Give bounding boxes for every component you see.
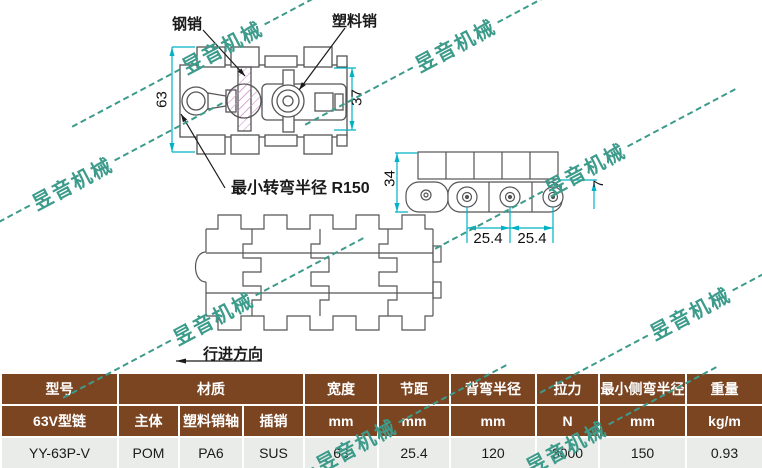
steel-pin-label: 钢销 — [172, 16, 203, 33]
sidebend-unit: mm — [598, 404, 687, 438]
col-material-header: 材质 — [117, 372, 305, 406]
dim-37: 37 — [348, 89, 366, 106]
width-value: 63 — [303, 436, 379, 468]
body-subheader: 主体 — [117, 404, 180, 438]
dim-25-4-right: 25.4 — [517, 230, 547, 247]
spec-table: 型号 材质 宽度 节距 背弯半径 拉力 最小侧弯半径 重量 63V型链 主体 塑… — [0, 372, 762, 468]
chain-type-cell: 63V型链 — [0, 404, 119, 438]
plastic-pin-subheader: 塑料销轴 — [178, 404, 244, 438]
sidebend-value: 150 — [598, 436, 687, 468]
plastic-pin-label: 塑料销 — [332, 13, 378, 30]
backbend-unit: mm — [449, 404, 537, 438]
col-weight-header: 重量 — [685, 372, 762, 406]
front-view-drawing — [179, 46, 348, 155]
table-data-row: YY-63P-V POM PA6 SUS 63 25.4 120 3000 15… — [0, 436, 762, 468]
col-sidebend-header: 最小侧弯半径 — [598, 372, 687, 406]
tension-value: 3000 — [535, 436, 600, 468]
dim-63: 63 — [153, 91, 171, 108]
travel-direction-label: 行进方向 — [203, 346, 264, 363]
side-view-drawing — [405, 151, 564, 213]
col-pitch-header: 节距 — [377, 372, 451, 406]
col-model-header: 型号 — [0, 372, 119, 406]
dim-7: 7 — [590, 180, 606, 188]
weight-unit: kg/m — [685, 404, 762, 438]
insert-pin-material-value: SUS — [242, 436, 305, 468]
dimension-lines — [171, 46, 597, 243]
weight-value: 0.93 — [685, 436, 762, 468]
pitch-value: 25.4 — [377, 436, 451, 468]
model-value: YY-63P-V — [0, 436, 119, 468]
pitch-unit: mm — [377, 404, 451, 438]
col-backbend-header: 背弯半径 — [449, 372, 537, 406]
top-view-drawing — [194, 214, 442, 331]
leader-arrowheads — [176, 68, 306, 364]
insert-pin-subheader: 插销 — [242, 404, 305, 438]
table-header-row-1: 型号 材质 宽度 节距 背弯半径 拉力 最小侧弯半径 重量 — [0, 372, 762, 406]
width-unit: mm — [303, 404, 379, 438]
tension-unit: N — [535, 404, 600, 438]
leader-lines — [176, 27, 346, 362]
body-material-value: POM — [117, 436, 180, 468]
table-header-row-2: 63V型链 主体 塑料销轴 插销 mm mm mm N mm kg/m — [0, 404, 762, 438]
plastic-pin-material-value: PA6 — [178, 436, 244, 468]
backbend-value: 120 — [449, 436, 537, 468]
engineering-drawing-canvas — [169, 27, 597, 364]
col-tension-header: 拉力 — [535, 372, 600, 406]
col-width-header: 宽度 — [303, 372, 379, 406]
dimension-arrowheads — [169, 47, 597, 231]
min-turn-radius-note: 最小转弯半径 R150 — [231, 180, 370, 197]
dim-34: 34 — [381, 170, 399, 187]
dim-25-4-left: 25.4 — [473, 230, 503, 247]
